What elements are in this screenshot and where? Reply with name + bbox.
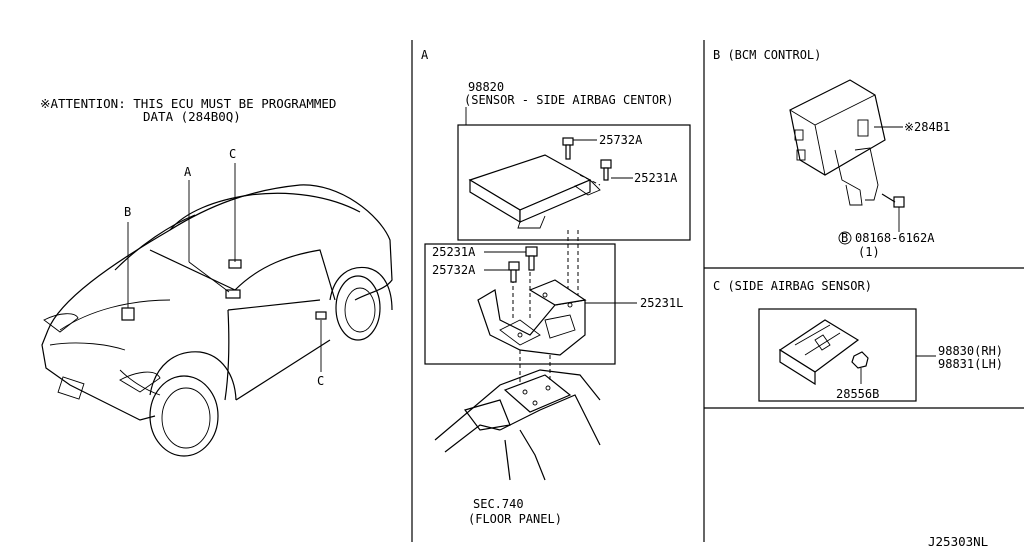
label-25231a-lower: 25231A	[432, 245, 476, 259]
circle-b-marker	[838, 231, 852, 245]
bolt-upper-icon	[562, 137, 574, 160]
side-airbag-sensor	[778, 319, 860, 386]
nut-icon	[851, 351, 869, 369]
label-bolt-qty: (1)	[858, 245, 880, 259]
label-28556b: 28556B	[836, 387, 879, 401]
circle-b-letter: B	[841, 231, 848, 245]
callout-b: B	[124, 205, 131, 219]
label-25732a-lower: 25732A	[432, 263, 476, 277]
callout-c-top: C	[229, 147, 236, 161]
floor-panel	[434, 350, 601, 481]
section-a-letter: A	[421, 48, 429, 62]
label-floor-panel: (FLOOR PANEL)	[468, 512, 562, 526]
car-illustration	[41, 163, 393, 457]
label-98831-lh: 98831(LH)	[938, 357, 1003, 371]
bcm-bolt-icon	[881, 193, 905, 208]
bolt-upper-right-icon	[600, 159, 612, 181]
sensor-box	[457, 124, 691, 241]
label-sec-740: SEC.740	[473, 497, 524, 511]
section-b-title: B (BCM CONTROL)	[713, 48, 821, 62]
bracket-25231l	[477, 279, 587, 356]
sensor-unit	[468, 154, 601, 229]
diagram-id: J25303NL	[928, 534, 988, 549]
part-98820-desc: (SENSOR - SIDE AIRBAG CENTOR)	[464, 93, 674, 107]
attention-line2: DATA (284B0Q)	[143, 109, 241, 124]
side-sensor-box	[758, 308, 917, 402]
attention-line1: ※ATTENTION: THIS ECU MUST BE PROGRAMMED	[40, 96, 336, 111]
label-284b1: ※284B1	[904, 120, 950, 134]
label-08168-6162a: 08168-6162A	[855, 231, 935, 245]
label-25231l: 25231L	[640, 296, 683, 310]
callout-c-bottom: C	[317, 374, 324, 388]
callout-a: A	[184, 165, 192, 179]
section-c-title: C (SIDE AIRBAG SENSOR)	[713, 279, 872, 293]
label-25231a-upper: 25231A	[634, 171, 678, 185]
bolt-lower-icons	[508, 246, 538, 283]
bcm-unit	[789, 79, 886, 206]
label-25732a-upper: 25732A	[599, 133, 643, 147]
part-98820: 98820	[468, 80, 504, 94]
label-98830-rh: 98830(RH)	[938, 344, 1003, 358]
